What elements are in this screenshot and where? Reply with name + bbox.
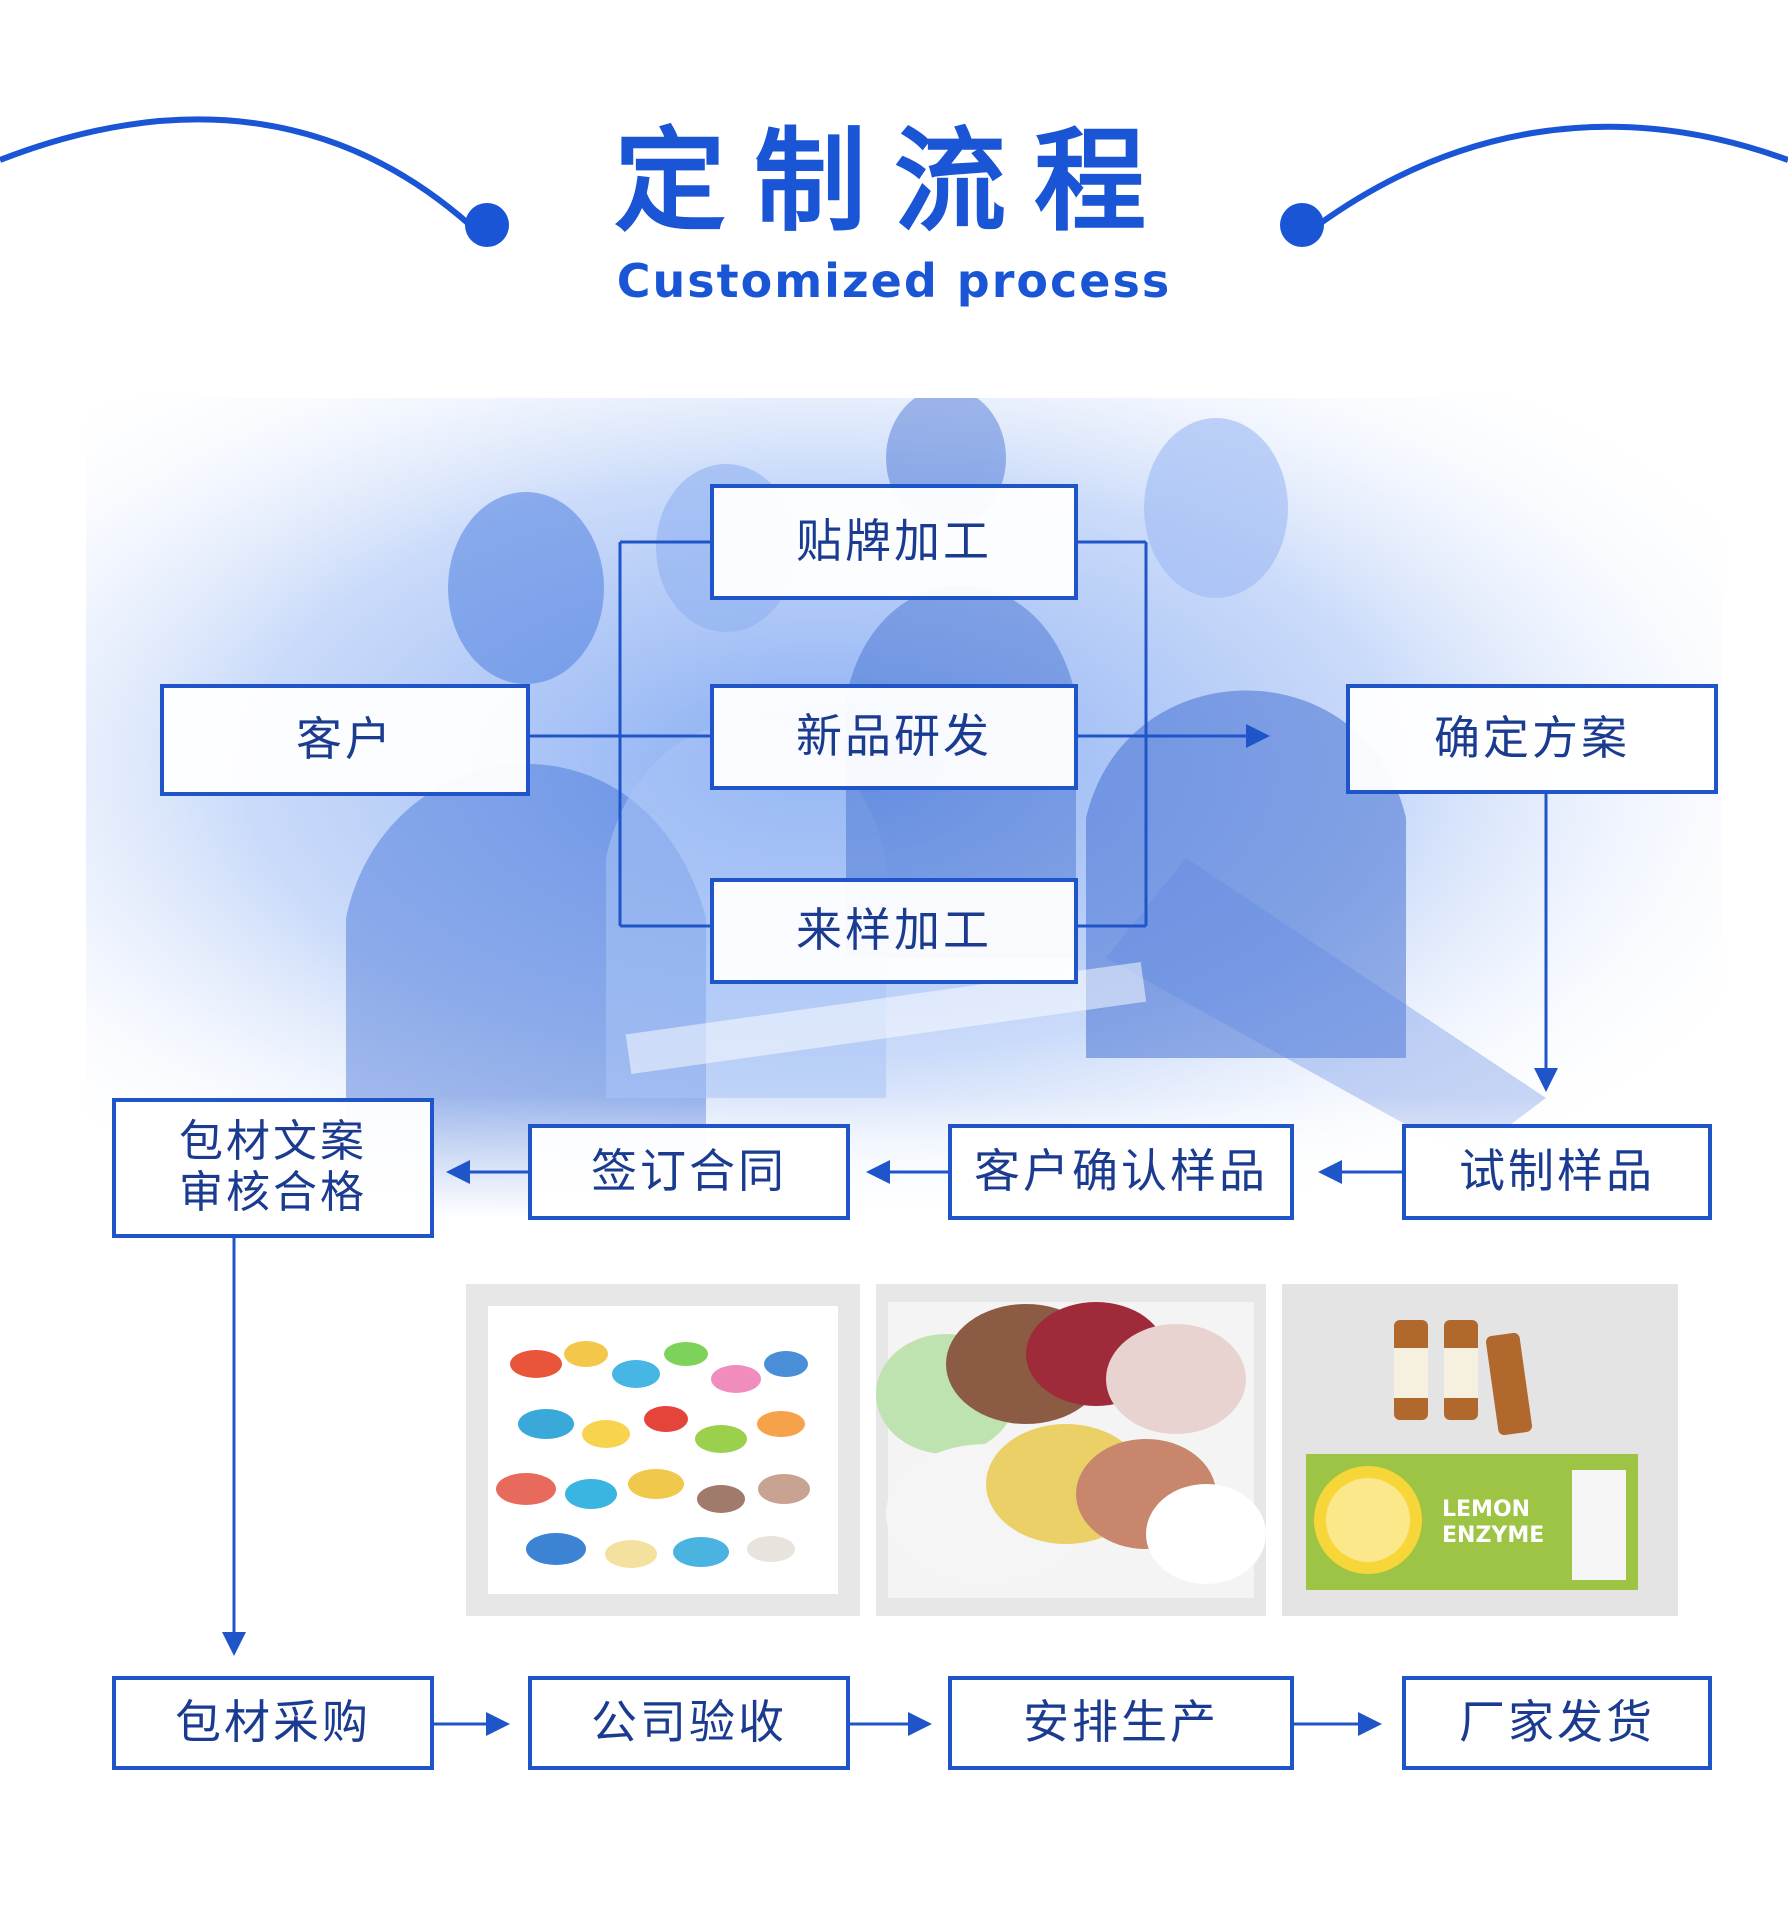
node-confirm-plan: 确定方案 xyxy=(1346,684,1718,794)
photo-powders xyxy=(876,1284,1266,1616)
node-new-product-development: 新品研发 xyxy=(710,684,1078,790)
powders-illustration xyxy=(876,1302,1266,1598)
page-title: 定制流程 xyxy=(614,117,1174,247)
left-wave-line xyxy=(0,116,472,228)
lemon-enzyme-box-illustration: LEMON ENZYME xyxy=(1282,1284,1678,1616)
header-decoration xyxy=(0,116,1788,247)
right-wave-line xyxy=(1316,123,1788,228)
node-factory-shipping: 厂家发货 xyxy=(1402,1676,1712,1770)
node-customer: 客户 xyxy=(160,684,530,796)
photo-tablets xyxy=(466,1284,860,1616)
tablets-illustration xyxy=(488,1306,838,1594)
node-packaging-review: 包材文案 审核合格 xyxy=(112,1098,434,1238)
process-panel: 客户 贴牌加工 新品研发 来样加工 确定方案 包材文案 审核合格 签订合同 客户… xyxy=(86,398,1722,1858)
node-company-inspection: 公司验收 xyxy=(528,1676,850,1770)
node-sample-processing: 来样加工 xyxy=(710,878,1078,984)
node-sign-contract: 签订合同 xyxy=(528,1124,850,1220)
node-packaging-purchase: 包材采购 xyxy=(112,1676,434,1770)
node-oem-processing: 贴牌加工 xyxy=(710,484,1078,600)
photo-lemon-enzyme-product: LEMON ENZYME xyxy=(1282,1284,1678,1616)
node-trial-sample: 试制样品 xyxy=(1402,1124,1712,1220)
right-dot xyxy=(1280,203,1324,247)
page-subtitle: Customized process xyxy=(616,254,1172,308)
header: 定制流程 Customized process xyxy=(0,0,1788,360)
node-packaging-review-line2: 审核合格 xyxy=(179,1167,367,1218)
product-brand-line2: ENZYME xyxy=(1442,1523,1544,1548)
node-customer-confirm-sample: 客户确认样品 xyxy=(948,1124,1294,1220)
node-packaging-review-line1: 包材文案 xyxy=(179,1116,367,1168)
left-dot xyxy=(465,203,509,247)
node-arrange-production: 安排生产 xyxy=(948,1676,1294,1770)
product-brand-line1: LEMON xyxy=(1442,1497,1530,1522)
